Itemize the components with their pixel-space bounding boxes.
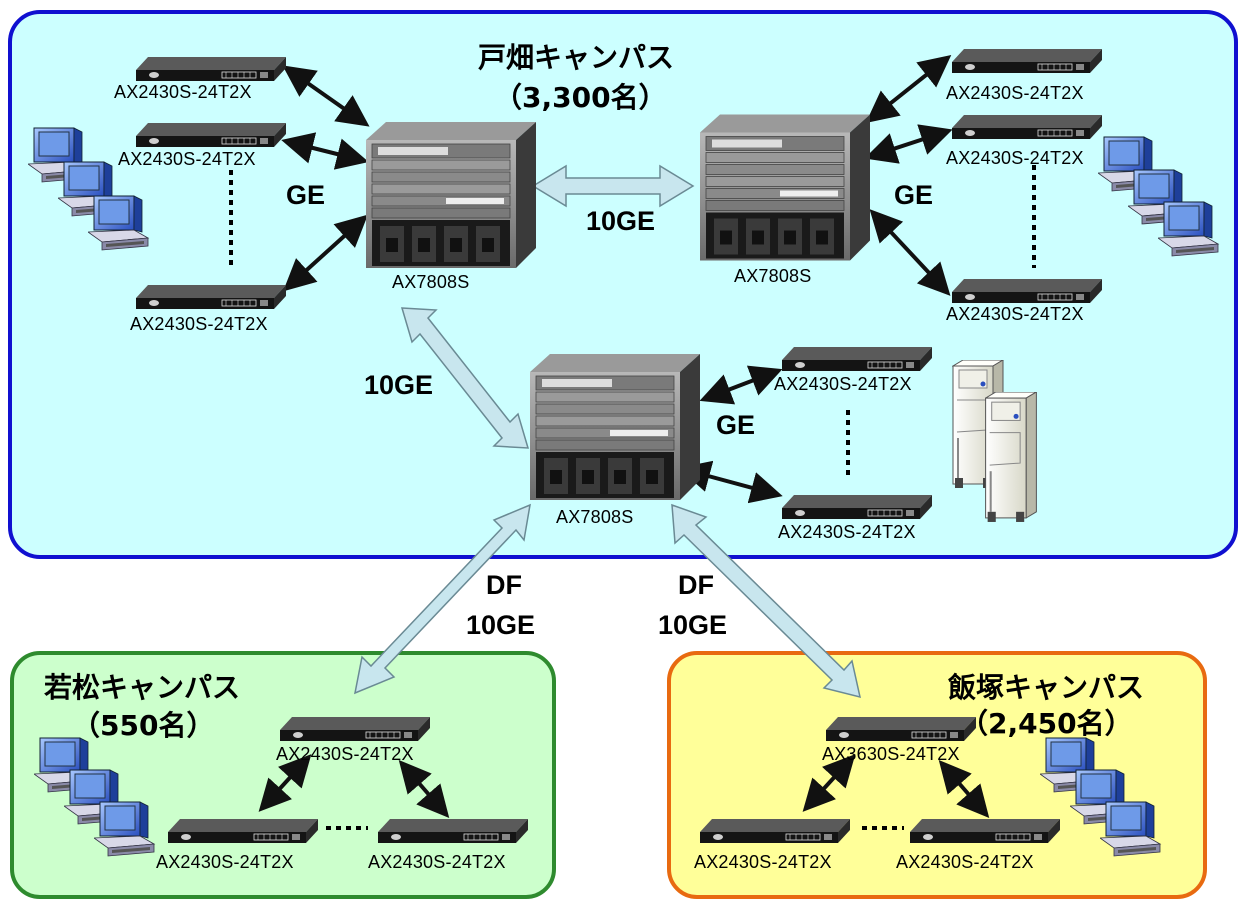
edge-switch-label-tl1: AX2430S-24T2X (114, 82, 252, 102)
link-label-ge-center: GE (716, 410, 756, 440)
link-label-ge-left: GE (286, 180, 326, 210)
dotted-lines (229, 165, 1036, 830)
link-10ge-top (531, 164, 695, 208)
edge-switch-label-tr2: AX2430S-24T2X (946, 148, 1084, 168)
switch-icon-tr3 (952, 278, 1102, 304)
edge-switch-label-w-top: AX2430S-24T2X (276, 744, 414, 764)
link-label-df-left-1: DF (486, 570, 522, 600)
link-label-10ge-left: 10GE (364, 370, 434, 400)
edge-switch-label-i-left: AX2430S-24T2X (694, 852, 832, 872)
switch-icon-c2 (782, 494, 932, 520)
server-icon (985, 392, 1037, 523)
switch-icon-i-left (700, 818, 850, 844)
link-label-df-left-2: 10GE (466, 610, 536, 640)
core-switch-label-left: AX7808S (392, 272, 470, 292)
edge-switch-label-tl2: AX2430S-24T2X (118, 149, 256, 169)
link-label-10ge-top: 10GE (586, 206, 656, 236)
switch-icon-tl2 (136, 122, 286, 148)
chassis-icon-left (366, 121, 536, 269)
edge-switch-label-i-top: AX3630S-24T2X (822, 744, 960, 764)
ge-arrows (258, 55, 990, 819)
link-label-df-right-2: 10GE (658, 610, 728, 640)
switch-icon-w-right (378, 818, 528, 844)
switch-icon-tr2 (952, 114, 1102, 140)
link-df-right (671, 503, 861, 699)
switch-icon-w-left (168, 818, 318, 844)
switch-icon-i-right (910, 818, 1060, 844)
chassis-icon-center (530, 353, 700, 501)
campus-iizuka-count: （2,450名） (960, 707, 1133, 740)
link-10ge-left-diag (400, 307, 530, 449)
chassis-icon-right (700, 113, 870, 262)
edge-switch-label-w-right: AX2430S-24T2X (368, 852, 506, 872)
switch-icon-tl3 (136, 284, 286, 310)
link-df-left (353, 503, 531, 695)
edge-switch-label-tl3: AX2430S-24T2X (130, 314, 268, 334)
edge-switch-label-i-right: AX2430S-24T2X (896, 852, 1034, 872)
core-switch-label-center: AX7808S (556, 507, 634, 527)
campus-tobata-count: （3,300名） (494, 81, 667, 114)
switch-icon-w-top (280, 716, 430, 742)
link-label-df-right-1: DF (678, 570, 714, 600)
campus-wakamatsu-name: 若松キャンパス (44, 671, 241, 704)
switch-icon-c1 (782, 346, 932, 372)
switch-icon-i-top (826, 716, 976, 742)
edge-switch-label-w-left: AX2430S-24T2X (156, 852, 294, 872)
campus-wakamatsu-count: （550名） (72, 709, 215, 742)
link-label-ge-right: GE (894, 180, 934, 210)
edge-switch-label-tr1: AX2430S-24T2X (946, 83, 1084, 103)
campus-tobata-name: 戸畑キャンパス (478, 41, 675, 74)
switch-icon-tl1 (136, 56, 286, 82)
core-switch-label-right: AX7808S (734, 266, 812, 286)
edge-switch-label-c1: AX2430S-24T2X (774, 374, 912, 394)
edge-switch-label-c2: AX2430S-24T2X (778, 522, 916, 542)
campus-iizuka-name: 飯塚キャンパス (948, 671, 1145, 704)
switch-icon-tr1 (952, 48, 1102, 74)
edge-switch-label-tr3: AX2430S-24T2X (946, 304, 1084, 324)
